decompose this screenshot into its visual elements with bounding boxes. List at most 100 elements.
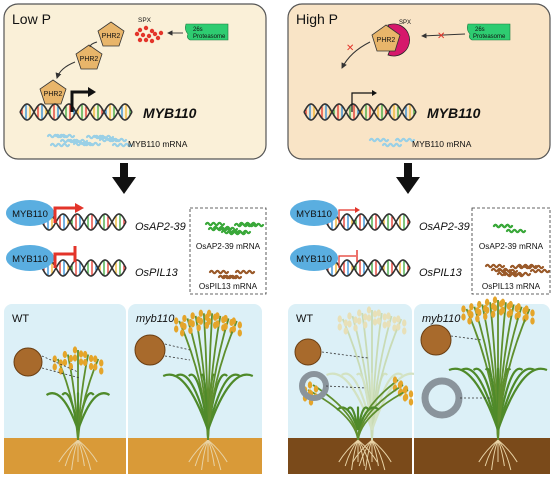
activation-arrow-head [355, 207, 360, 213]
spx-fragment [158, 30, 164, 36]
grain [353, 316, 358, 324]
grain [353, 324, 358, 332]
leaf [496, 367, 536, 431]
myb110-protein-label: MYB110 [12, 254, 48, 265]
grain [469, 311, 474, 319]
grain [396, 323, 401, 331]
tiller-stem [312, 384, 359, 441]
phr2-move-arrow [89, 41, 98, 48]
leaf [206, 373, 254, 431]
grain [180, 329, 185, 337]
leaf [188, 373, 210, 431]
mrna-strand [234, 269, 256, 275]
grain [467, 317, 472, 325]
zoom-line [41, 355, 79, 373]
spx-label: SPX [399, 20, 411, 26]
spx-fragment [143, 25, 149, 31]
dna-helix [303, 103, 417, 121]
down-arrow-left [112, 163, 136, 194]
leaf [45, 392, 80, 431]
gene-osap2-39: OsAP2-39 [419, 221, 470, 233]
grain [475, 315, 480, 323]
grain [182, 314, 187, 323]
mrna-box [189, 207, 267, 295]
blocked-binding-arrow [341, 41, 371, 69]
grain [516, 311, 521, 319]
grain [237, 321, 242, 329]
phr2-label: PHR2 [44, 91, 63, 98]
rice-plant [448, 296, 548, 471]
grain [402, 386, 408, 394]
promoter-arrow [70, 90, 88, 112]
gene-myb110: MYB110 [143, 105, 197, 121]
leaf [326, 372, 374, 431]
seed-grain-circle [420, 324, 452, 356]
grain [500, 298, 506, 306]
myb110-protein [290, 245, 338, 271]
grain [490, 310, 496, 318]
leaf [61, 392, 80, 431]
zoom-line [164, 355, 191, 361]
grain [198, 317, 204, 325]
leaf [448, 367, 500, 431]
zoom-line [450, 335, 483, 341]
grain [190, 320, 195, 328]
mrna-strand [208, 269, 230, 275]
plant-panel-right-mutant: myb110 [414, 296, 550, 474]
grain [402, 327, 407, 335]
leaf [460, 367, 500, 431]
root [194, 439, 209, 467]
root [58, 439, 79, 463]
dna-strand [325, 213, 411, 231]
plant-panel-left-mutant: myb110 [128, 304, 262, 474]
phr2-pentagon-sequestered: PHR2 [371, 24, 401, 52]
ospil13-mrna-shapes [484, 263, 551, 278]
spx-fragment [152, 31, 158, 37]
grain [386, 320, 391, 328]
phr2-label: PHR2 [80, 56, 99, 63]
grain [62, 358, 68, 367]
gene-osap2-39: OsAP2-39 [135, 221, 186, 233]
root [201, 439, 209, 471]
osap2-39-mrna-shapes [492, 223, 527, 234]
grain [392, 376, 398, 384]
spx-fragment [146, 33, 152, 39]
grain [343, 327, 348, 335]
leaf [162, 373, 210, 431]
spx-degraded-dots [134, 25, 164, 44]
proteasome-label-line1: 26s [193, 27, 203, 33]
grain [206, 317, 212, 325]
grain [190, 312, 195, 320]
wt-label: WT [296, 313, 313, 325]
osap2-39-mrna-label: OsAP2-39 mRNA [479, 242, 544, 251]
high-p-panel: High P SPX PHR2 26s Proteasome ✕ ✕ MYB11… [287, 3, 551, 160]
mrna-strand [49, 142, 71, 148]
grain [366, 306, 372, 314]
root [207, 439, 215, 467]
grain [469, 303, 474, 311]
root [497, 439, 512, 471]
root [351, 439, 359, 471]
grain [78, 358, 84, 366]
plant-panel-right-wt: WT [288, 304, 418, 474]
promoter-arrow [351, 92, 372, 112]
regulation-right: MYB110 OsAP2-39 MYB110 OsPIL13 OsAP2-39 … [290, 200, 551, 295]
sky-bg [4, 304, 126, 474]
mrna-strand [217, 274, 239, 280]
root [357, 439, 378, 463]
leaf [370, 372, 403, 431]
high-p-title: High P [296, 11, 338, 27]
spx-fragment [140, 32, 146, 38]
grain [307, 381, 313, 389]
grain [188, 326, 193, 335]
grain [477, 300, 482, 309]
ospil13-mrna-label: OsPIL13 mRNA [482, 282, 541, 291]
dna-strand [325, 259, 411, 277]
mutant-label: myb110 [136, 313, 175, 325]
mrna-strand [484, 263, 506, 269]
mrna-strand [233, 222, 255, 228]
promoter-arrow-head [372, 90, 377, 96]
soil [4, 438, 126, 474]
myb110-protein-label: MYB110 [296, 254, 332, 265]
